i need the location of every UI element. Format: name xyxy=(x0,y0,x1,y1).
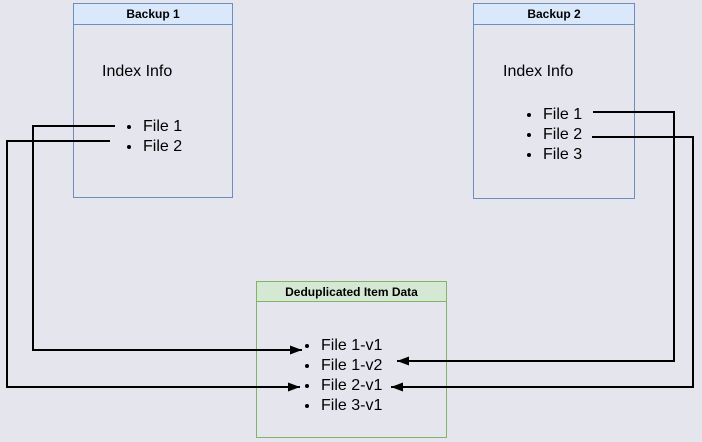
bullet-icon xyxy=(127,125,131,129)
bullet-icon xyxy=(527,113,531,117)
backup2-header: Backup 2 xyxy=(474,4,634,25)
backup1-title: Backup 1 xyxy=(126,7,180,21)
backup2-file-list: File 1 File 2 File 3 xyxy=(526,105,582,165)
list-item-label: File 2-v1 xyxy=(321,377,383,394)
backup1-index-info-label: Index Info xyxy=(102,63,173,80)
list-item: File 2 xyxy=(126,137,182,157)
list-item: File 1-v2 xyxy=(304,356,382,376)
list-item-label: File 1-v1 xyxy=(321,337,383,354)
backup1-file-list: File 1 File 2 xyxy=(126,117,182,157)
list-item-label: File 1 xyxy=(543,106,583,123)
bullet-icon xyxy=(527,153,531,157)
dedup-box: Deduplicated Item Data File 1-v1 File 1-… xyxy=(256,281,447,438)
backup2-index-info-label: Index Info xyxy=(503,63,574,80)
list-item: File 1 xyxy=(526,105,582,125)
backup2-box: Backup 2 Index Info File 1 File 2 File 3 xyxy=(473,3,635,199)
bullet-icon xyxy=(127,145,131,149)
list-item: File 3 xyxy=(526,145,582,165)
list-item-label: File 1-v2 xyxy=(321,357,383,374)
bullet-icon xyxy=(305,344,309,348)
dedup-item-list: File 1-v1 File 1-v2 File 2-v1 File 3-v1 xyxy=(304,336,382,416)
list-item: File 2 xyxy=(526,125,582,145)
list-item-label: File 2 xyxy=(143,138,183,155)
list-item: File 2-v1 xyxy=(304,376,382,396)
dedup-title: Deduplicated Item Data xyxy=(285,284,418,299)
list-item: File 1 xyxy=(126,117,182,137)
list-item: File 3-v1 xyxy=(304,396,382,416)
list-item-label: File 2 xyxy=(543,126,583,143)
dedup-header: Deduplicated Item Data xyxy=(257,282,446,302)
bullet-icon xyxy=(305,404,309,408)
bullet-icon xyxy=(527,133,531,137)
list-item-label: File 3 xyxy=(543,146,583,163)
bullet-icon xyxy=(305,384,309,388)
list-item-label: File 3-v1 xyxy=(321,397,383,414)
backup2-title: Backup 2 xyxy=(527,7,581,21)
backup1-box: Backup 1 Index Info File 1 File 2 xyxy=(73,3,233,198)
bullet-icon xyxy=(305,364,309,368)
list-item: File 1-v1 xyxy=(304,336,382,356)
backup1-header: Backup 1 xyxy=(74,4,232,25)
list-item-label: File 1 xyxy=(143,118,183,135)
